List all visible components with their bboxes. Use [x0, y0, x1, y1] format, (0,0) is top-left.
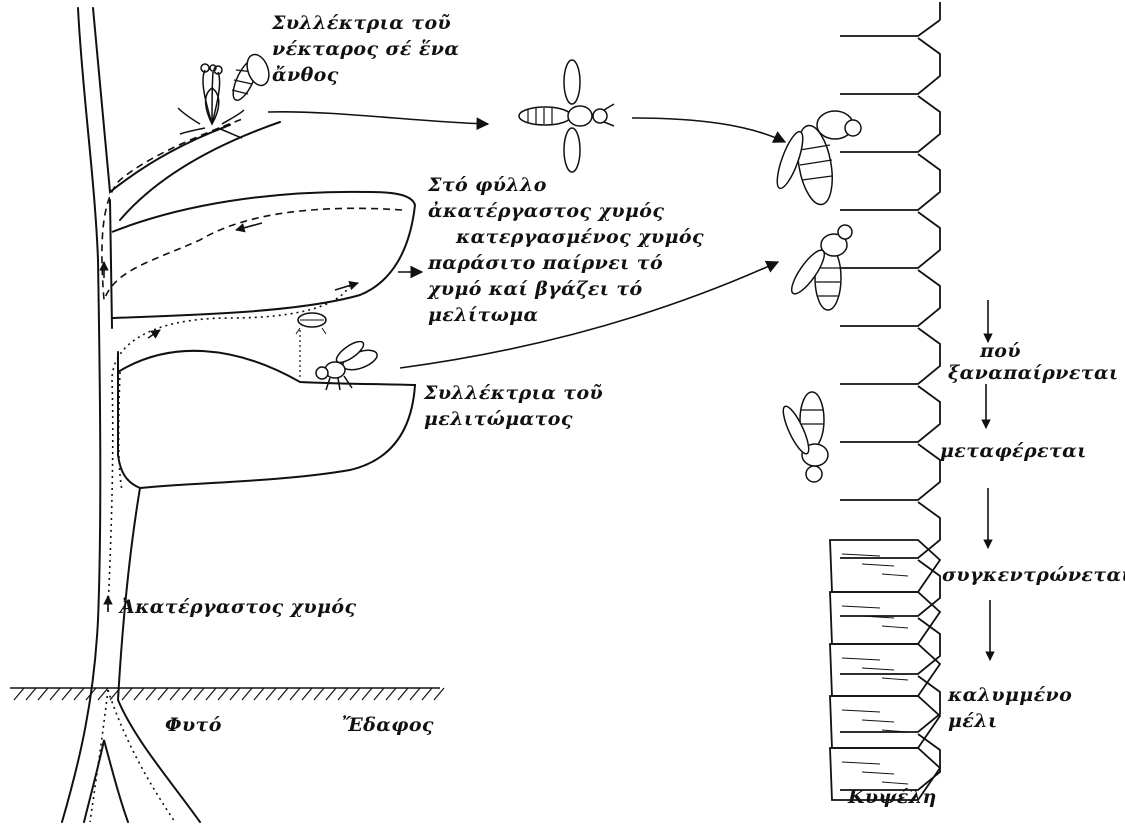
- cell-texture-mark: [882, 678, 908, 680]
- cell-texture-mark: [842, 554, 880, 556]
- soil-hatch-mark: [326, 688, 336, 700]
- soil-hatch-mark: [362, 688, 372, 700]
- soil-hatch-mark: [230, 688, 240, 700]
- honeycomb-cell: [840, 444, 940, 500]
- soil-hatch-mark: [386, 688, 396, 700]
- cell-texture-mark: [882, 626, 908, 628]
- stem-right-edge-lower: [118, 488, 200, 822]
- cell-texture-mark: [842, 762, 880, 764]
- soil-hatch-mark: [374, 688, 384, 700]
- soil-hatch-mark: [290, 688, 300, 700]
- soil-hatch-mark: [14, 688, 24, 700]
- capped-honeycomb-cell: [830, 696, 940, 748]
- processed-sap-arrow-down: [236, 223, 262, 230]
- soil-hatch-mark: [170, 688, 180, 700]
- stem-right-edge-middle: [110, 200, 112, 328]
- soil-hatch-mark: [242, 688, 252, 700]
- soil-hatch-mark: [38, 688, 48, 700]
- bee-icon: [772, 111, 861, 207]
- honeycomb-cell: [840, 386, 940, 442]
- soil-hatch-mark: [278, 688, 288, 700]
- cell-texture-mark: [862, 564, 894, 566]
- soil-hatch-mark: [422, 688, 432, 700]
- soil-hatch-mark: [410, 688, 420, 700]
- soil-hatch-mark: [350, 688, 360, 700]
- raw-sap-leaf-arrow: [335, 283, 358, 290]
- bee-icon: [519, 60, 614, 172]
- stem-left-edge: [62, 8, 100, 822]
- hive-label: Κυψέλη: [848, 784, 937, 810]
- raw-sap-label: Ἀκατέργαστος χυμός: [120, 594, 356, 620]
- step-taken-again-label: πού ξαναπαίρνεται: [948, 340, 1119, 384]
- capped-honeycomb-cell: [830, 592, 940, 644]
- nectar-route-arrow-2: [632, 118, 785, 142]
- soil-hatch-mark: [158, 688, 168, 700]
- honeydew-collector-label: Συλλέκτρια τοῦ μελιτώματος: [424, 380, 603, 432]
- soil-hatch-mark: [134, 688, 144, 700]
- sap-flow-root-right: [108, 690, 175, 822]
- soil-hatch-mark: [302, 688, 312, 700]
- stem-right-edge-top: [93, 8, 230, 192]
- soil-hatch-mark: [98, 688, 108, 700]
- step-capped-honey-label: καλυμμένο μέλι: [948, 682, 1072, 734]
- soil-label: Ἔδαφος: [342, 712, 434, 738]
- soil-hatch-mark: [218, 688, 228, 700]
- sap-flow-root-left: [90, 690, 108, 822]
- soil-hatch-mark: [434, 688, 444, 700]
- honeycomb-cell: [840, 502, 940, 558]
- soil-hatch-mark: [146, 688, 156, 700]
- bee-icon: [228, 52, 272, 104]
- soil-hatch-mark: [26, 688, 36, 700]
- soil-hatch-mark: [314, 688, 324, 700]
- flower-icon: [178, 64, 244, 138]
- honeycomb-cell: [840, 270, 940, 326]
- soil-hatch-mark: [266, 688, 276, 700]
- honeycomb-cell: [840, 38, 940, 94]
- soil-hatch-mark: [194, 688, 204, 700]
- soil-hatch-mark: [338, 688, 348, 700]
- soil-hatch-mark: [74, 688, 84, 700]
- soil-hatch-mark: [182, 688, 192, 700]
- cell-texture-mark: [862, 720, 894, 722]
- cell-texture-mark: [862, 772, 894, 774]
- cell-texture-mark: [842, 658, 880, 660]
- honeycomb-cell: [840, 212, 940, 268]
- nectar-collector-label: Συλλέκτρια τοῦ νέκταρος σέ ἕνα ἄνθος: [272, 10, 459, 88]
- cell-texture-mark: [842, 606, 880, 608]
- sap-flow-lower-leaf: [119, 372, 122, 490]
- cell-texture-mark: [862, 668, 894, 670]
- bee-icon: [779, 392, 828, 482]
- upper-leaf: [112, 192, 415, 318]
- in-leaf-label: Στό φύλλο ἀκατέργαστος χυμός κατεργασμέν…: [428, 172, 704, 328]
- soil-hatch-mark: [398, 688, 408, 700]
- step-concentrated-label: συγκεντρώνεται: [942, 562, 1125, 588]
- honeycomb-cell: [840, 154, 940, 210]
- sap-flow-stem: [108, 285, 350, 610]
- honeycomb-cell: [840, 328, 940, 384]
- soil-hatch-mark: [206, 688, 216, 700]
- honeycomb-cell: [840, 560, 940, 616]
- cell-texture-mark: [882, 574, 908, 576]
- soil-hatch-mark: [122, 688, 132, 700]
- honeycomb-cell: [840, 734, 940, 790]
- plant-label: Φυτό: [165, 712, 222, 738]
- honeycomb-cell: [840, 2, 940, 36]
- root-middle: [84, 740, 128, 822]
- cell-texture-mark: [842, 710, 880, 712]
- processed-sap-flow: [102, 118, 402, 300]
- capped-honeycomb-cell: [830, 540, 940, 592]
- nectar-route-arrow-1: [268, 112, 488, 124]
- plant: [62, 8, 280, 822]
- soil-hatch-mark: [254, 688, 264, 700]
- step-transferred-label: μεταφέρεται: [940, 438, 1087, 464]
- soil-hatching: [14, 688, 444, 700]
- soil-hatch-mark: [50, 688, 60, 700]
- soil-hatch-mark: [62, 688, 72, 700]
- lower-leaf: [118, 351, 415, 488]
